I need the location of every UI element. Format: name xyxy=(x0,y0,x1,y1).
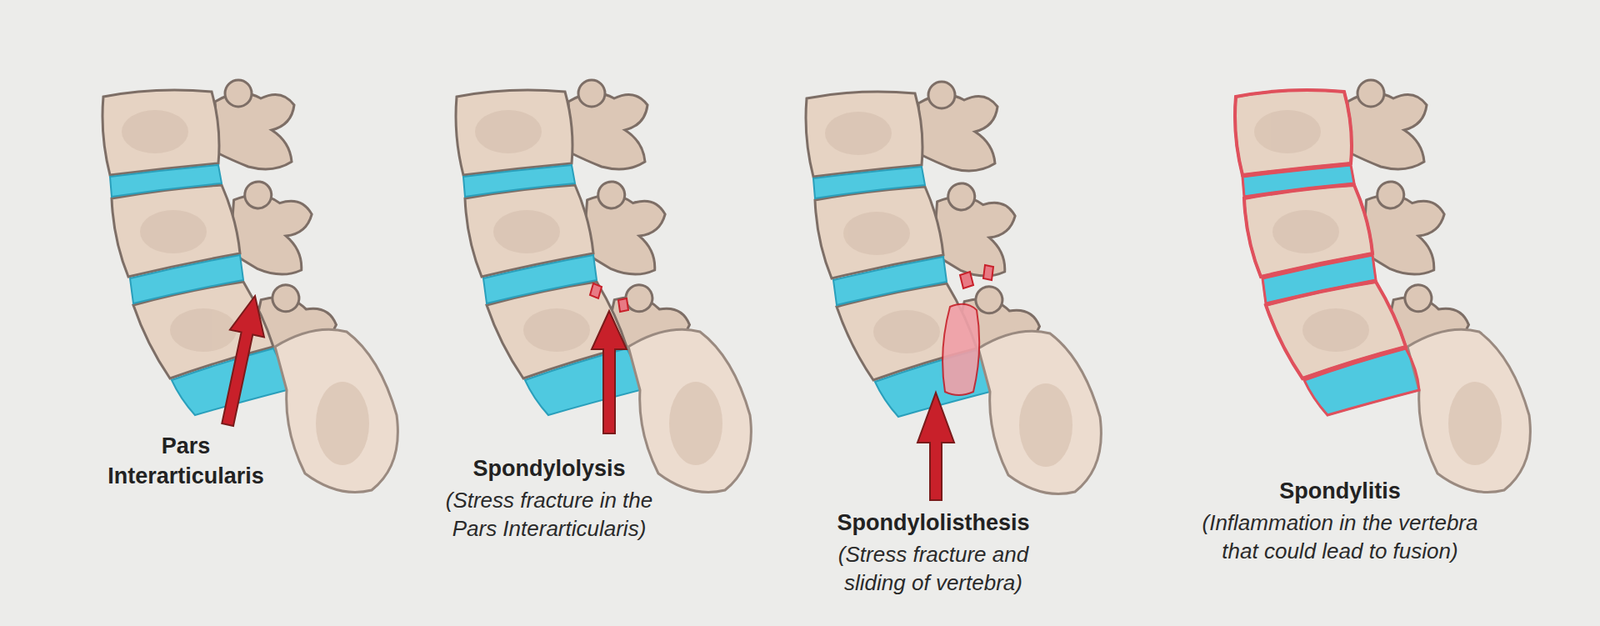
structure-label: Pars Interarticularis xyxy=(90,430,282,491)
condition-description: (Stress fracture in the Pars Interarticu… xyxy=(424,485,675,543)
condition-description: (Inflammation in the vertebra that could… xyxy=(1181,508,1499,565)
condition-description: (Stress fracture and sliding of vertebra… xyxy=(820,540,1046,597)
condition-title: Spondylitis xyxy=(1206,475,1474,506)
condition-title: Spondylolisthesis xyxy=(800,507,1067,538)
condition-title: Spondylolysis xyxy=(415,453,683,484)
